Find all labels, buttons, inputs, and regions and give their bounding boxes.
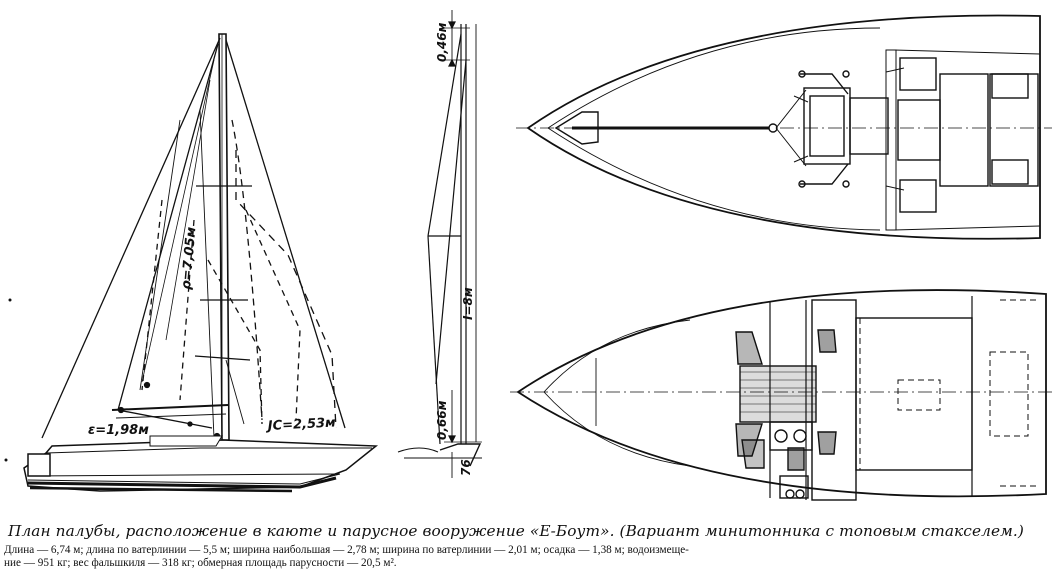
mast: [218, 33, 230, 441]
mainsail-luff-label: ρ=7,05м: [179, 226, 199, 290]
jib-sail: [117, 43, 219, 429]
specs-line-2: ние — 951 кг; вес фальшкиля — 318 кг; об…: [4, 556, 397, 569]
deck-dim-label: 76: [459, 459, 473, 476]
figure-caption: План палубы, расположение в каюте и пару…: [8, 522, 1024, 540]
mast-elevation: [397, 10, 482, 478]
backstay: [225, 39, 346, 429]
sailboat-drawing: ε=1,98м JC=2,53м ρ=7,05м 0,46м I=8м 0,66…: [4, 10, 1056, 501]
cabin-layout: [510, 289, 1056, 501]
margin-dot: [4, 458, 8, 462]
forestay: [41, 37, 221, 439]
lower-dim-label: 0,66м: [435, 400, 449, 440]
foot-label: ε=1,98м: [88, 423, 149, 438]
figure-specs: Длина — 6,74 м; длина по ватерлинии — 5,…: [4, 544, 1056, 569]
boom: [111, 404, 229, 411]
mast-height-label: I=8м: [461, 287, 475, 320]
mainsail-leech: [231, 119, 263, 421]
hull-profile: [23, 435, 379, 493]
margin-dot: [8, 298, 12, 302]
deck-plan: [516, 14, 1052, 240]
specs-line-1: Длина — 6,74 м; длина по ватерлинии — 5,…: [4, 544, 689, 556]
jib-foot-label: JC=2,53м: [264, 415, 336, 434]
sail-plan: [41, 33, 346, 441]
masthead-height-label: 0,46м: [435, 22, 449, 62]
